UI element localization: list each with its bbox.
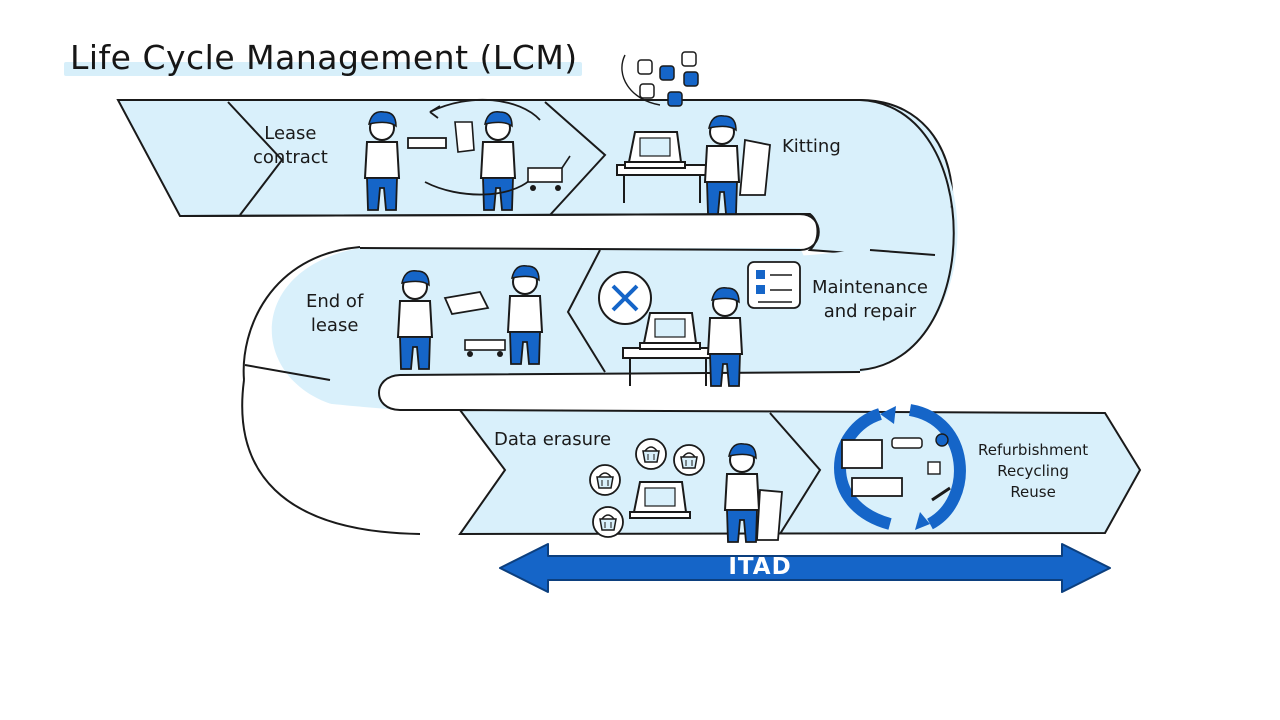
refurbishment-illustration — [834, 404, 966, 530]
stage-kitting: Kitting — [782, 136, 841, 157]
left-curve — [242, 380, 506, 533]
row2-top-outline — [242, 246, 361, 381]
stage-lease-contract-line2: contract — [253, 147, 328, 169]
stage-lease-contract-line1: Lease — [264, 123, 317, 144]
page-title: Life Cycle Management (LCM) — [70, 38, 578, 77]
row1-lip — [179, 212, 820, 252]
stage-maintenance: Maintenance and repair — [812, 276, 928, 325]
stage-refurbishment-line2: Recycling — [997, 462, 1069, 480]
stage-maintenance-line1: Maintenance — [812, 277, 928, 298]
stage-end-of-lease: End of lease — [306, 290, 363, 339]
stage-refurbishment-line3: Reuse — [1010, 483, 1056, 501]
title-highlight — [64, 62, 582, 76]
itad-arrow — [499, 543, 1111, 593]
chevron-3 — [869, 249, 936, 256]
chevron-5 — [244, 364, 331, 381]
stage-refurbishment: Refurbishment Recycling Reuse — [978, 440, 1088, 503]
chevron-2 — [544, 101, 607, 216]
maintenance-illustration — [598, 261, 801, 387]
lease-contract-illustration — [364, 98, 571, 211]
row2-lip — [378, 371, 861, 411]
stage-end-of-lease-line1: End of — [306, 291, 364, 312]
stage-refurbishment-line1: Refurbishment — [978, 441, 1089, 459]
stage-data-erasure: Data erasure — [494, 429, 612, 450]
end-of-lease-illustration — [397, 264, 543, 370]
stage-lease-contract: Lease contract — [253, 122, 328, 171]
chevron-1 — [227, 101, 284, 216]
data-erasure-illustration — [589, 438, 783, 543]
chevron-6 — [769, 412, 822, 535]
chevron-4 — [566, 249, 606, 373]
itad-label: ITAD — [728, 554, 792, 580]
left-curve-outline — [241, 379, 421, 535]
stage-end-of-lease-line2: lease — [310, 315, 359, 337]
kitting-illustration — [616, 51, 771, 215]
right-curve-outline — [859, 99, 955, 371]
stage-maintenance-line2: and repair — [823, 301, 917, 323]
row3-band — [457, 408, 1142, 536]
